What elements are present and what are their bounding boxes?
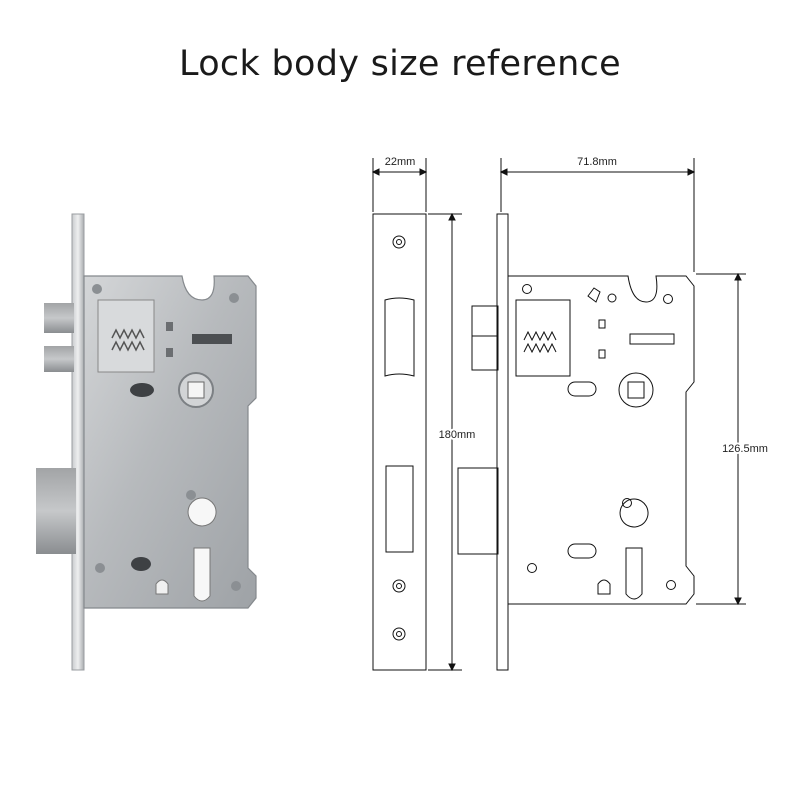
photo-dead-bolt [36,468,76,554]
case-side-view [508,275,695,605]
faceplate-height-label: 180mm [439,429,476,441]
body-depth-label: 71.8mm [577,156,617,168]
photo-cylinder-cutout [187,497,217,602]
faceplate-width-label: 22mm [385,156,416,168]
page-title: Lock body size reference [179,44,621,84]
body-height-label: 126.5mm [722,443,768,455]
faceplate-front [372,213,427,671]
photo-latch-bolt [44,303,74,333]
